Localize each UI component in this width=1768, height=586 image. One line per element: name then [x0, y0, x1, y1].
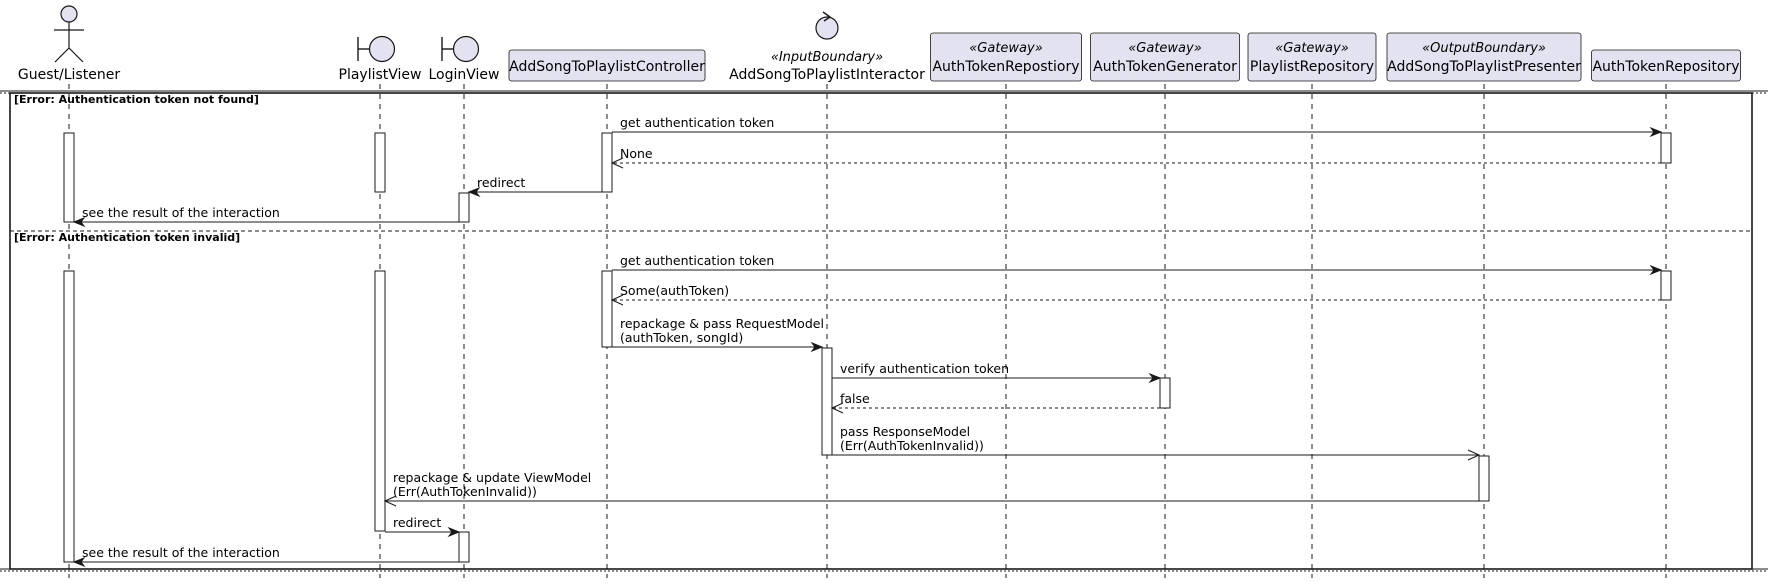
activation-interactor	[821, 347, 833, 456]
message: redirect	[385, 515, 461, 538]
message-arrowhead	[1649, 264, 1663, 276]
message: repackage & pass RequestModel(authToken,…	[612, 316, 824, 353]
message: get authentication token	[612, 115, 1663, 138]
activation-guest	[63, 132, 75, 223]
message-label: pass ResponseModel	[840, 424, 970, 439]
message-label: see the result of the interaction	[82, 205, 280, 220]
activation-loginview	[458, 192, 470, 223]
participant-box	[1591, 49, 1741, 82]
participant-authrepo: AuthTokenRepository	[1591, 49, 1741, 82]
activation-controller	[601, 270, 613, 348]
activation-authrepo	[1660, 132, 1672, 164]
participant-playlistview: PlaylistView	[339, 35, 422, 83]
message-label: see the result of the interaction	[82, 545, 280, 560]
message: see the result of the interaction	[72, 205, 459, 228]
participant-stereotype: «InputBoundary»	[771, 50, 883, 65]
boundary-icon-circle	[452, 35, 480, 63]
message-label: redirect	[477, 175, 525, 190]
participant-guest: Guest/Listener	[18, 5, 120, 83]
participant-box	[508, 49, 706, 82]
activation-guest	[63, 270, 75, 563]
participant-authrepo_gw: «Gateway» AuthTokenRepostiory	[930, 32, 1082, 82]
participant-stereotype: «Gateway»	[1275, 41, 1348, 56]
message-arrowhead	[467, 186, 481, 198]
message-arrowhead	[1467, 449, 1481, 461]
participant-presenter: «OutputBoundary» AddSongToPlaylistPresent…	[1386, 32, 1582, 82]
activation-playlistview	[374, 270, 386, 532]
message: get authentication token	[612, 253, 1663, 276]
message-arrowhead	[810, 341, 824, 353]
actor-leg	[68, 47, 84, 63]
activation-authgen	[1159, 377, 1171, 409]
participant-name: AuthTokenRepository	[1592, 59, 1739, 75]
message-arrowhead	[1649, 126, 1663, 138]
participant-controller: AddSongToPlaylistController	[508, 49, 706, 82]
message-arrowhead	[72, 556, 86, 568]
participant-box	[1247, 32, 1377, 82]
message-label: repackage & update ViewModel	[393, 470, 591, 485]
fragment-guard-label: [Error: Authentication token not found]	[14, 93, 259, 106]
participant-loginview: LoginView	[429, 35, 500, 83]
message-arrowhead	[72, 216, 86, 228]
message-label: get authentication token	[620, 253, 774, 268]
participant-stereotype: «OutputBoundary»	[1422, 41, 1546, 56]
boundary-icon-circle	[368, 35, 396, 63]
message-label: verify authentication token	[840, 361, 1009, 376]
participant-name: AddSongToPlaylistPresenter	[1387, 59, 1581, 75]
message: pass ResponseModel(Err(AuthTokenInvalid)…	[832, 424, 1481, 461]
message-label: None	[620, 146, 653, 161]
message-label: false	[840, 391, 870, 406]
participant-stereotype: «Gateway»	[1128, 41, 1201, 56]
participant-authgen: «Gateway» AuthTokenGenerator	[1090, 32, 1240, 82]
message-label: redirect	[393, 515, 441, 530]
actor-icon	[60, 5, 78, 23]
activation-authrepo	[1660, 270, 1672, 301]
message: redirect	[467, 175, 602, 198]
participant-name: AuthTokenRepostiory	[932, 59, 1079, 75]
message: repackage & update ViewModel(Err(AuthTok…	[383, 470, 1479, 507]
fragment-frame	[9, 92, 1753, 570]
message-arrowhead	[447, 526, 461, 538]
message-arrowhead	[830, 402, 844, 414]
participant-name: AddSongToPlaylistController	[509, 59, 705, 75]
message: false	[830, 391, 1160, 414]
participant-box	[930, 32, 1082, 82]
message-label: (Err(AuthTokenInvalid))	[393, 484, 537, 499]
message-arrowhead	[1148, 372, 1162, 384]
activation-playlistview	[374, 132, 386, 193]
participant-interactor: «InputBoundary» AddSongToPlaylistInteract…	[729, 11, 925, 83]
participant-playlistrepo: «Gateway» PlaylistRepository	[1247, 32, 1377, 82]
participant-stereotype: «Gateway»	[969, 41, 1042, 56]
participant-name: PlaylistRepository	[1250, 59, 1374, 75]
participant-box	[1090, 32, 1240, 82]
message-label: Some(authToken)	[620, 283, 729, 298]
message-arrowhead	[610, 294, 624, 306]
message-label: (Err(AuthTokenInvalid))	[840, 438, 984, 453]
participant-box	[1386, 32, 1582, 82]
activation-presenter	[1478, 455, 1490, 502]
message-label: repackage & pass RequestModel	[620, 316, 824, 331]
control-icon-arrow	[822, 11, 832, 22]
fragment-guard-label: [Error: Authentication token invalid]	[14, 231, 240, 244]
message: Some(authToken)	[610, 283, 1661, 306]
participant-name: Guest/Listener	[18, 67, 120, 83]
activation-controller	[601, 132, 613, 193]
participant-name: LoginView	[429, 67, 500, 83]
actor-leg	[54, 47, 70, 63]
message: see the result of the interaction	[72, 545, 459, 568]
message-arrowhead	[383, 495, 397, 507]
message-label: (authToken, songId)	[620, 330, 743, 345]
participant-name: AddSongToPlaylistInteractor	[729, 67, 925, 83]
message: None	[610, 146, 1661, 169]
message: verify authentication token	[832, 361, 1162, 384]
message-arrowhead	[610, 157, 624, 169]
control-icon	[815, 16, 839, 40]
participant-name: AuthTokenGenerator	[1093, 59, 1237, 75]
activation-loginview	[458, 531, 470, 563]
participant-name: PlaylistView	[339, 67, 422, 83]
message-label: get authentication token	[620, 115, 774, 130]
